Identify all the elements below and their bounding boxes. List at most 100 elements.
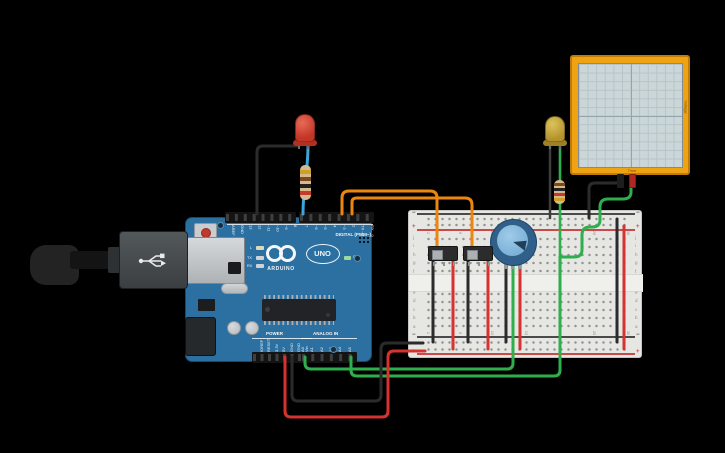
phototransistor-dome — [545, 116, 565, 142]
switch-knob[interactable] — [467, 250, 478, 260]
phototransistor-flange — [543, 140, 567, 146]
analog-header[interactable] — [301, 352, 357, 363]
pos-sign: + — [412, 224, 416, 230]
digital-header-left[interactable] — [225, 212, 296, 223]
wire-gnd-to-neg-rail[interactable] — [290, 341, 425, 403]
pot-leg — [518, 262, 521, 269]
resistor-band — [300, 177, 311, 181]
label-item: d — [413, 298, 416, 304]
label-item: a — [413, 323, 416, 329]
analog-silk-label: ANALOG IN — [313, 331, 339, 336]
power-jack — [185, 317, 216, 356]
red-led[interactable] — [293, 114, 317, 150]
mounting-hole — [217, 222, 224, 229]
label-item: j — [635, 235, 636, 240]
label-item: 12 — [257, 225, 263, 230]
wire-5v-to-pos-rail[interactable] — [283, 349, 427, 419]
electrolytic-cap — [227, 321, 241, 335]
wire-pin3-to-switch1[interactable] — [340, 189, 439, 251]
resistor-band — [554, 188, 565, 191]
power-silk-label: POWER — [266, 331, 284, 336]
usb-strain-relief — [108, 247, 122, 273]
usb-plug[interactable] — [119, 231, 188, 289]
label-item: c — [635, 306, 638, 312]
label-item: i — [413, 243, 414, 249]
scope-ground-terminal[interactable] — [617, 174, 624, 188]
wire-red-led-cathode-to-gnd[interactable] — [255, 144, 301, 216]
label-item: a — [635, 323, 638, 329]
label-item: 13 — [248, 225, 254, 230]
switch-leg — [433, 262, 435, 266]
label-item: 4 — [332, 225, 338, 228]
label-item: RX←0 — [370, 225, 375, 237]
scope-signal-terminal[interactable] — [629, 174, 636, 188]
label-item: 7 — [304, 225, 310, 228]
electrolytic-cap — [245, 321, 259, 335]
label-item: ~11 — [266, 225, 272, 232]
bottom-rail-holes[interactable] — [425, 339, 629, 352]
power-header[interactable] — [252, 352, 312, 363]
slide-switch-1[interactable] — [428, 246, 458, 266]
neg-sign: − — [412, 210, 416, 216]
tx-led — [256, 256, 264, 260]
wire-pot-wiper-to-a0[interactable] — [303, 256, 515, 371]
label-item: b — [413, 315, 416, 321]
pot-knob[interactable] — [497, 225, 528, 256]
led-dome — [295, 114, 315, 142]
label-item: AREF — [230, 225, 236, 236]
usb-trident-icon — [138, 253, 166, 267]
mounting-hole — [354, 255, 361, 262]
led-l-label: L — [250, 246, 253, 250]
bottom-row-holes[interactable] — [425, 290, 629, 330]
top-rail-holes[interactable] — [425, 216, 629, 228]
label-item: j — [413, 235, 414, 240]
label-item: f — [413, 268, 415, 274]
slide-switch-2[interactable] — [463, 246, 493, 266]
wire-scope-signal[interactable] — [558, 182, 633, 259]
label-item: h — [413, 251, 416, 257]
switch-knob[interactable] — [432, 250, 443, 260]
resistor-red-led[interactable] — [300, 165, 311, 200]
wire-pin2-to-switch2[interactable] — [350, 196, 474, 251]
silk-rule-power — [252, 337, 312, 339]
on-led — [344, 256, 351, 260]
led-rx-label: RX — [247, 264, 253, 268]
label-item: i — [635, 243, 636, 249]
label-item: e — [635, 290, 638, 295]
icsp-header-top[interactable] — [358, 236, 369, 243]
potentiometer[interactable] — [490, 219, 537, 269]
uno-model-badge: UNO — [306, 244, 340, 264]
label-item: ~6 — [313, 225, 319, 230]
label-item: h — [635, 251, 638, 257]
arduino-brand-text: ARDUINO — [267, 266, 295, 272]
digital-silk-label: DIGITAL (PWM~) — [335, 232, 371, 237]
phototransistor[interactable] — [543, 116, 569, 150]
label-item: g — [635, 260, 638, 266]
resistor-band — [300, 184, 311, 188]
label-item: TX→1 — [360, 225, 366, 237]
label-item: e — [413, 290, 416, 295]
label-item: d — [635, 298, 638, 304]
label-item: f — [635, 268, 637, 274]
bottom-rail-negative-line — [417, 336, 635, 338]
wire-sensor-node-to-a5[interactable] — [349, 255, 562, 378]
silk-rule-top — [227, 224, 373, 225]
label-item: b — [635, 315, 638, 321]
resistor-band — [554, 198, 565, 201]
atmega328-chip — [262, 295, 336, 325]
label-item: GND — [239, 225, 245, 234]
led-flange — [293, 140, 317, 146]
resistor-sensor[interactable] — [554, 180, 565, 204]
switch-leg — [453, 262, 455, 266]
resistor-band — [554, 183, 565, 186]
mounting-hole — [330, 346, 337, 353]
oscilloscope[interactable]: Time Voltage — [570, 55, 690, 188]
oscilloscope-screen — [578, 63, 683, 168]
silk-rule-analog — [301, 337, 357, 339]
digital-header-right[interactable] — [299, 212, 374, 223]
